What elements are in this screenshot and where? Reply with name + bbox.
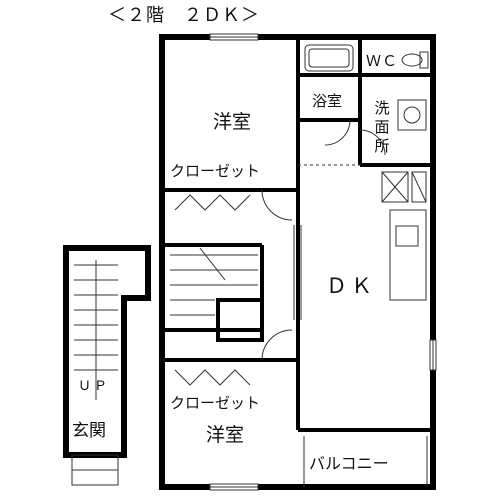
western-room-2-label: 洋室 xyxy=(206,424,245,446)
plan-title: ＜２階 ２ＤＫ＞ xyxy=(108,5,260,26)
fixtures xyxy=(71,33,437,491)
western-room-1-label: 洋室 xyxy=(213,111,252,133)
closet-1-label: クローゼット xyxy=(170,162,261,180)
washroom-label: 洗面所 xyxy=(374,99,390,155)
entrance-label: 玄関 xyxy=(72,421,106,441)
balcony-label: バルコニー xyxy=(309,454,389,473)
dk-label: ＤＫ xyxy=(326,274,376,298)
stair-up-label: ＵＰ xyxy=(78,379,111,394)
bathroom-label: 浴室 xyxy=(312,92,343,110)
wc-label: ＷＣ xyxy=(366,52,399,70)
closet-2-label: クローゼット xyxy=(170,394,261,412)
interior-walls xyxy=(162,37,433,432)
